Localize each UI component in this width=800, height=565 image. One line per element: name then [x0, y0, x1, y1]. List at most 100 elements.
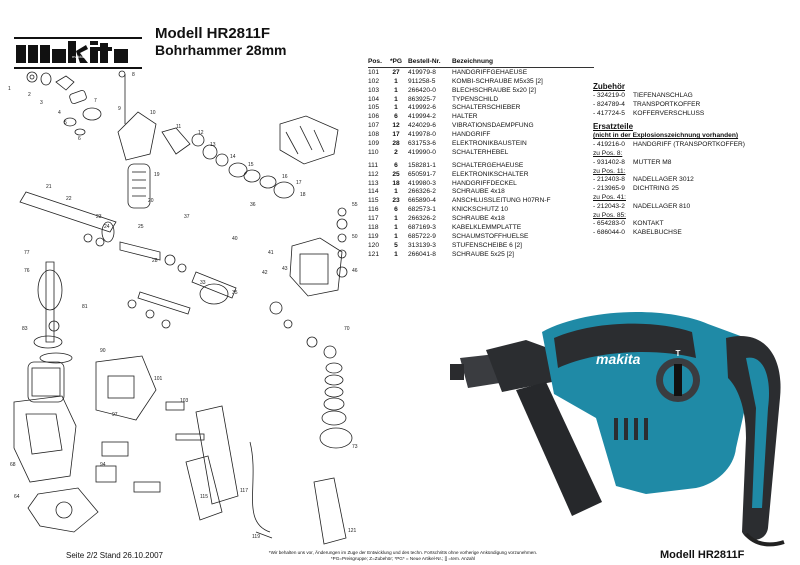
cell-description: SCHRAUBE 4x18	[452, 215, 505, 223]
col-pg: *PG	[389, 58, 403, 65]
callout-94: 94	[100, 462, 106, 468]
cell-pg: 1	[394, 86, 398, 94]
callout-18: 18	[300, 192, 306, 198]
col-description: Bezeichnung	[452, 58, 494, 65]
accessory-nr: - 417724-5	[593, 109, 625, 117]
callout-117: 117	[240, 488, 248, 494]
cell-description: HANDGRIFFGEHAEUSE	[452, 68, 528, 76]
spare-label: KABELBUCHSE	[633, 229, 682, 237]
cell-pg: 1	[394, 224, 398, 232]
cell-pg: 5	[394, 241, 398, 249]
cell-description: HALTER	[452, 113, 478, 121]
callout-22: 22	[66, 196, 72, 202]
cell-pos: 103	[368, 86, 380, 94]
cell-description: ANSCHLUSSLEITUNG H07RN-F	[452, 197, 551, 205]
cell-order-no: 158281-1	[408, 161, 436, 169]
cell-description: HANDGRIFF	[452, 131, 491, 139]
cell-order-no: 682573-1	[408, 206, 436, 214]
callout-41: 41	[268, 250, 274, 256]
callout-33: 33	[200, 280, 206, 286]
spare-nr: - 654283-0	[593, 220, 625, 228]
cell-order-no: 650591-7	[408, 170, 436, 178]
spare-item: - 654283-0 KONTAKT	[593, 220, 778, 229]
cell-description: ELEKTRONIKBAUSTEIN	[452, 140, 527, 148]
callout-2: 2	[28, 92, 31, 98]
cell-pos: 111	[368, 161, 379, 169]
callout-83: 83	[22, 326, 28, 332]
product-photo: T makita	[450, 312, 785, 547]
exploded-parts-drawing: 1 2 3 4 5 6 7 8 9 10 11 12 13 14 15 16 1…	[8, 70, 358, 545]
footer-note-1: *Wir behalten uns vor, Änderungen im Zug…	[268, 550, 538, 555]
cell-pos: 121	[368, 250, 380, 258]
cell-pos: 114	[368, 188, 379, 196]
cell-order-no: 313139-3	[408, 241, 436, 249]
cell-description: VIBRATIONSDAEMPFUNG	[452, 122, 534, 130]
callout-119: 119	[252, 534, 260, 540]
cell-pos: 105	[368, 104, 380, 112]
spare-first-label: HANDGRIFF (TRANSPORTKOFFER)	[633, 141, 745, 149]
cell-pg: 1	[394, 95, 398, 103]
cell-pg: 1	[394, 77, 398, 85]
cell-order-no: 266326-2	[408, 215, 436, 223]
cell-order-no: 266041-8	[408, 250, 436, 258]
callout-8: 8	[132, 72, 135, 78]
callout-13: 13	[210, 142, 216, 148]
callout-9: 9	[118, 106, 121, 112]
callout-64: 64	[14, 494, 20, 500]
cell-pos: 104	[368, 95, 380, 103]
accessory-nr: - 824789-4	[593, 100, 625, 108]
callout-24: 24	[104, 224, 110, 230]
callout-14: 14	[230, 154, 236, 160]
cell-order-no: 424029-6	[408, 122, 436, 130]
callout-11: 11	[176, 124, 181, 130]
cell-pg: 1	[394, 188, 398, 196]
callout-15: 15	[248, 162, 254, 168]
photo-brand: makita	[596, 351, 641, 367]
makita-logo: makita	[14, 37, 142, 69]
cell-pg: 25	[392, 170, 400, 178]
cell-description: KNICKSCHUTZ 10	[452, 206, 509, 214]
cell-pg: 23	[392, 197, 400, 205]
cell-description: STUFENSCHEIBE 6 [2]	[452, 241, 522, 249]
cell-pg: 6	[394, 206, 398, 214]
callout-35: 35	[232, 290, 238, 296]
spare-group-ref: zu Pos. 85:	[593, 211, 626, 219]
spare-label: KONTAKT	[633, 220, 664, 228]
cell-pg: 28	[392, 140, 400, 148]
cell-order-no: 687169-3	[408, 224, 436, 232]
callout-5: 5	[64, 120, 67, 126]
spare-label: NADELLAGER 810	[633, 202, 691, 210]
cell-pos: 119	[368, 232, 379, 240]
callout-10: 10	[150, 110, 156, 116]
cell-order-no: 863925-7	[408, 95, 436, 103]
callout-23: 23	[96, 214, 102, 220]
spare-nr: - 213965-9	[593, 185, 625, 193]
spare-nr: - 931402-8	[593, 158, 625, 166]
footer-page: Seite 2/2 Stand 26.10.2007	[66, 551, 163, 560]
cell-pg: 2	[394, 148, 398, 156]
accessory-label: TIEFENANSCHLAG	[633, 92, 693, 99]
cell-description: SCHRAUBE 4x18	[452, 188, 505, 196]
callout-25: 25	[138, 224, 144, 230]
callout-7: 7	[94, 98, 97, 104]
callout-43: 43	[282, 266, 288, 272]
callout-12: 12	[198, 130, 204, 136]
cell-description: SCHALTERGEHAEUSE	[452, 161, 524, 169]
spare-group-ref: zu Pos. 11:	[593, 167, 626, 175]
cell-order-no: 665890-4	[408, 197, 436, 205]
cell-pg: 12	[392, 122, 400, 130]
